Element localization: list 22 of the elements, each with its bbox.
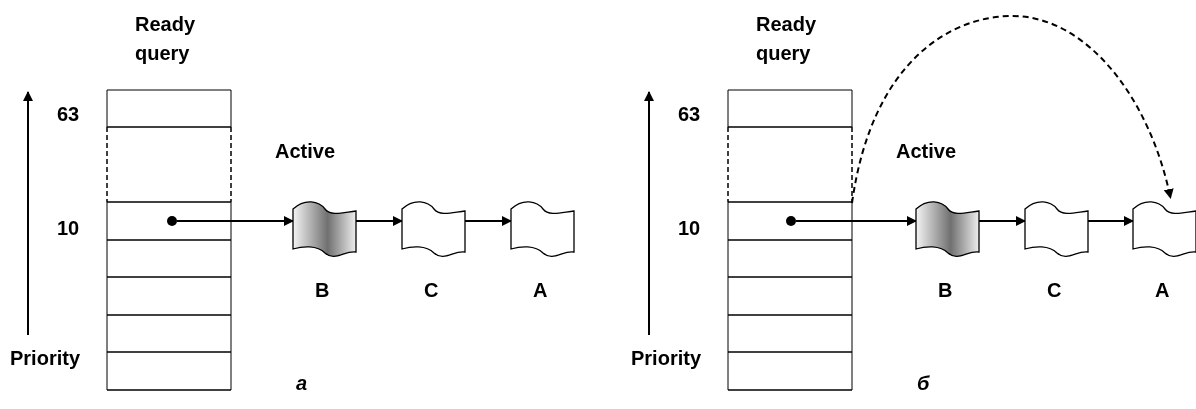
- priority-number: 63: [678, 104, 701, 124]
- pointer-dot: [167, 216, 177, 226]
- task-label: B: [315, 280, 330, 300]
- panel-caption: б: [917, 373, 930, 393]
- state-label: Active: [275, 141, 336, 161]
- arrow: [795, 216, 917, 226]
- panel-caption: а: [296, 373, 308, 393]
- task-label: A: [533, 280, 548, 300]
- task-label: B: [938, 280, 953, 300]
- priority-number: 10: [57, 218, 80, 238]
- task-label: C: [424, 280, 439, 300]
- priority-number: 10: [678, 218, 701, 238]
- pointer-dot: [786, 216, 796, 226]
- task-label: A: [1155, 280, 1170, 300]
- axis-label: Priority: [10, 348, 81, 368]
- state-label: Active: [896, 141, 957, 161]
- table-heading: Ready query: [756, 12, 818, 66]
- task-label: C: [1047, 280, 1062, 300]
- priority-number: 63: [57, 104, 80, 124]
- axis-label: Priority: [631, 348, 702, 368]
- table-heading: Ready query: [135, 12, 197, 66]
- arrow: [176, 216, 294, 226]
